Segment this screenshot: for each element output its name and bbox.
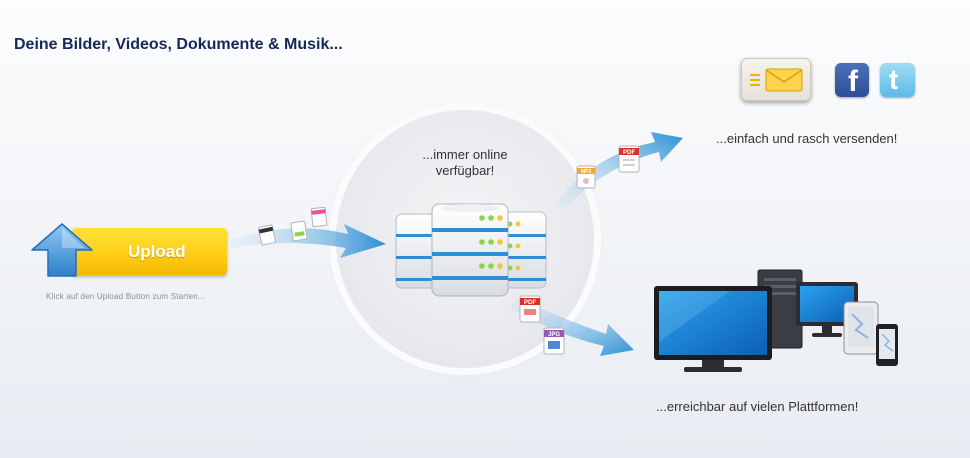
upload-button-label[interactable]: Upload — [128, 242, 186, 261]
server-icon — [395, 203, 547, 297]
facebook-icon[interactable]: f — [848, 65, 858, 98]
pdf-file-icon-lower: PDF — [519, 295, 541, 323]
phone-icon — [876, 324, 898, 366]
pdf-badge-bottom: PDF — [524, 300, 536, 306]
upload-hint: Klick auf den Upload Button zum Starten.… — [46, 292, 206, 301]
tv-icon — [654, 286, 772, 372]
send-flow-arrow-icon: PDF MP3 — [555, 132, 683, 210]
page-title: Deine Bilder, Videos, Dokumente & Musik.… — [14, 36, 343, 53]
pdf-file-icon: PDF — [618, 145, 640, 173]
email-icon[interactable] — [748, 66, 806, 94]
facebook-button[interactable] — [835, 63, 869, 97]
mp3-file-icon: MP3 — [576, 165, 596, 189]
upload-flow-arrow-icon — [230, 206, 386, 258]
flying-doc-icon — [257, 224, 277, 246]
platform-flow-arrow-icon: PDF JPG — [510, 295, 634, 356]
jpg-badge: JPG — [548, 332, 560, 338]
jpg-file-icon: JPG — [543, 327, 565, 355]
mp3-badge: MP3 — [581, 169, 592, 175]
twitter-button[interactable] — [880, 63, 915, 97]
online-caption: ...immer online verfügbar! — [422, 147, 508, 178]
devices-group — [654, 269, 898, 372]
twitter-icon[interactable]: t — [889, 64, 899, 95]
upload-arrow-icon[interactable] — [30, 222, 94, 278]
pdf-badge-top: PDF — [623, 150, 635, 156]
upload-button[interactable] — [72, 227, 227, 275]
platform-caption: ...erreichbar auf vielen Plattformen! — [656, 399, 859, 414]
tablet-icon — [843, 301, 879, 355]
send-caption: ...einfach und rasch versenden! — [716, 131, 898, 146]
